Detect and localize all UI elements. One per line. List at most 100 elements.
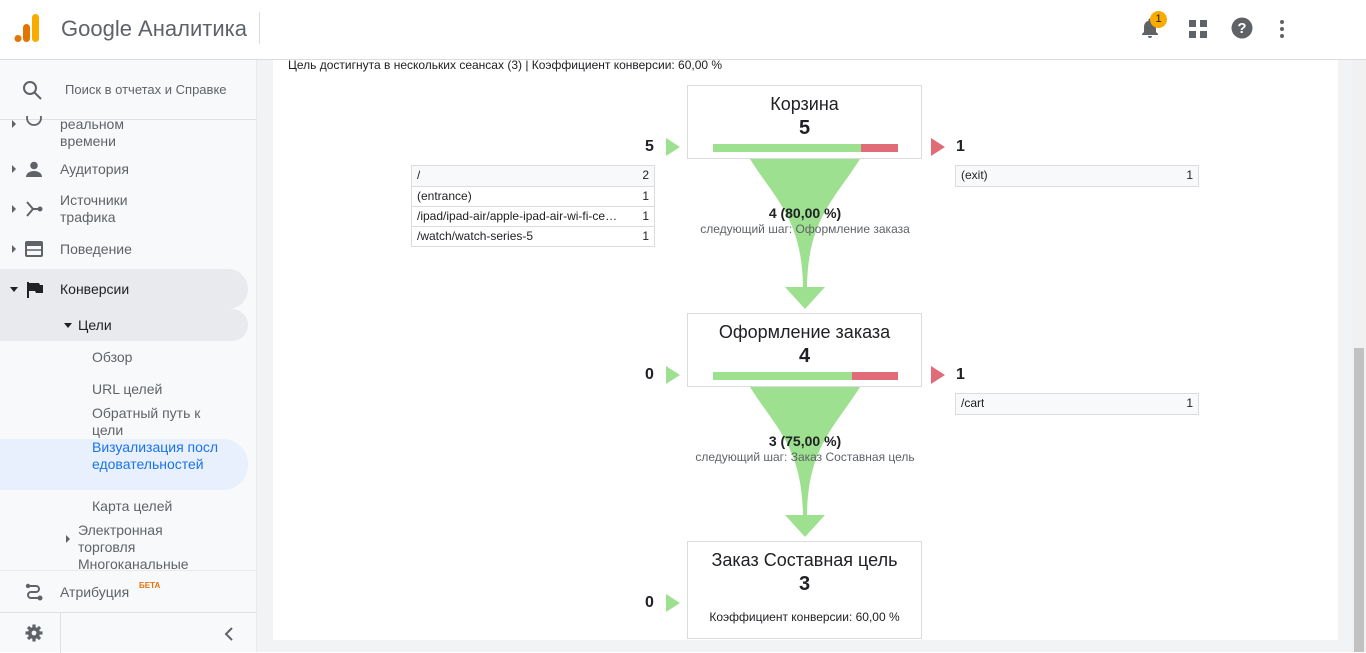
settings-icon[interactable] (25, 624, 43, 642)
sidebar-item-label: реальном времени (60, 116, 124, 149)
funnel-step-checkout[interactable]: Оформление заказа 4 (687, 313, 922, 387)
app-title: Google Аналитика (61, 16, 247, 41)
sidebar-item-label: Конверсии (60, 281, 130, 297)
entry-sources-table: /2 (entrance)1 /ipad/ipad-air/apple-ipad… (411, 165, 655, 247)
page-path: /cart (961, 396, 985, 410)
sidebar-footer (0, 612, 257, 653)
caret-down-icon (64, 323, 72, 328)
next-step: следующий шаг: Оформление заказа (700, 222, 910, 236)
page-count: 1 (642, 189, 649, 203)
exits-count: 1 (956, 138, 965, 155)
table-row[interactable]: /2 (412, 166, 654, 186)
sidebar-item-label: Атрибуция (60, 584, 130, 600)
acquisition-icon (26, 201, 43, 217)
table-row[interactable]: (exit) 1 (956, 166, 1198, 186)
page-path: / (417, 168, 421, 182)
exit-pages-table: (exit) 1 (955, 165, 1199, 187)
sidebar-item-goal-flow[interactable]: Карта целей (92, 498, 173, 514)
funnel-flow-1 (750, 159, 860, 309)
attribution-icon (25, 583, 43, 601)
entries-count: 0 (645, 366, 654, 383)
sidebar-item-ecommerce[interactable]: Электронная торговля Многоканальные (0, 520, 257, 570)
page-count: 1 (1186, 168, 1193, 182)
sidebar-item-goals[interactable]: Цели (0, 309, 248, 341)
sidebar-item-label: Визуализация последовательностей (92, 439, 219, 472)
flag-icon (27, 282, 43, 298)
funnel-step-order[interactable]: Заказ Составная цель 3 Коэффициент конве… (687, 541, 922, 639)
svg-text:?: ? (1237, 20, 1246, 37)
caret-right-icon (12, 245, 16, 253)
sidebar-item-attribution[interactable]: Атрибуция БЕТА (0, 570, 257, 612)
table-row[interactable]: /cart 1 (956, 394, 1198, 414)
flow-label: 4 (80,00 %) следующий шаг: Оформление за… (650, 205, 960, 236)
exits-count: 1 (956, 366, 965, 383)
notification-badge: 1 (1150, 11, 1167, 28)
notifications-button[interactable]: 1 (1138, 11, 1167, 40)
person-icon (26, 161, 42, 177)
page-count: 1 (642, 229, 649, 243)
progress-bar (713, 144, 898, 152)
search-icon (23, 81, 42, 100)
exit-arrow-icon (931, 366, 945, 384)
header: Google Аналитика 1 ? (0, 0, 1366, 60)
next-step: следующий шаг: Заказ Составная цель (695, 450, 915, 464)
progress-bar-fill (713, 144, 861, 152)
analytics-logo-icon[interactable] (14, 13, 42, 43)
apps-icon[interactable] (1189, 20, 1207, 38)
table-row[interactable]: (entrance) 1 (412, 186, 654, 206)
sidebar-item-multichannel[interactable]: Многоканальные (78, 556, 189, 570)
beta-badge: БЕТА (139, 581, 161, 590)
entry-arrow-icon (666, 366, 680, 384)
progress-bar (713, 372, 898, 380)
table-row[interactable]: /watch/watch-series-5 1 (412, 226, 654, 246)
behavior-icon (25, 241, 43, 257)
entries-count: 5 (645, 138, 654, 155)
clock-icon (26, 116, 42, 126)
sidebar-item-label: Цели (78, 317, 112, 333)
sidebar-item-funnel-visualization[interactable]: Визуализация последовательностей (0, 439, 248, 490)
caret-right-icon (12, 165, 16, 173)
sidebar-item-goal-urls[interactable]: URL целей (92, 381, 163, 397)
caret-right-icon (12, 120, 16, 128)
entries-count: 0 (645, 594, 654, 611)
exit-arrow-icon (931, 138, 945, 156)
sidebar-item-label: Электронная торговля (78, 522, 163, 555)
scrollbar-thumb[interactable] (1354, 348, 1364, 652)
search-box[interactable]: Поиск в отчетах и Справке (0, 60, 257, 120)
step-name: Корзина (770, 94, 839, 114)
flow-count: 3 (75,00 %) (768, 433, 842, 449)
progress-bar-fill (713, 372, 852, 380)
step-count: 4 (798, 345, 811, 367)
help-icon[interactable]: ? (1231, 17, 1253, 39)
step-count: 5 (798, 117, 811, 139)
summary-text: Цель достигнута в нескольких сеансах (3)… (288, 58, 723, 72)
exit-pages-table: /cart 1 (955, 393, 1199, 415)
caret-down-icon (10, 287, 18, 292)
page-path: (exit) (961, 168, 988, 182)
conversion-rate: Коэффициент конверсии: 60,00 % (709, 610, 900, 624)
page-path: /watch/watch-series-5 (417, 229, 534, 243)
collapse-chevron-left-icon[interactable] (224, 627, 234, 641)
step-name: Заказ Составная цель (711, 550, 898, 570)
page-path: (entrance) (417, 189, 472, 203)
funnel-step-cart[interactable]: Корзина 5 (687, 85, 922, 159)
page-count: 1 (1186, 396, 1193, 410)
caret-right-icon (66, 535, 70, 543)
page-count: 2 (642, 168, 649, 182)
sidebar-item-label: Аудитория (60, 161, 129, 177)
page-path: /ipad/ipad-air/apple-ipad-air-wi-fi-ce… (417, 209, 618, 223)
page-count: 1 (642, 209, 649, 223)
funnel-flow-2 (750, 387, 860, 537)
sidebar (0, 60, 257, 652)
flow-count: 4 (80,00 %) (768, 205, 842, 221)
step-count: 3 (798, 573, 811, 595)
table-row[interactable]: /ipad/ipad-air/apple-ipad-air-wi-fi-ce… 1 (412, 206, 654, 226)
search-input[interactable]: Поиск в отчетах и Справке (65, 82, 227, 97)
entry-arrow-icon (666, 138, 680, 156)
more-vert-icon[interactable] (1279, 19, 1285, 39)
sidebar-item-conversions[interactable]: Конверсии (0, 269, 248, 309)
sidebar-item-reverse-goal-path[interactable]: Обратный путь к цели (92, 405, 201, 438)
sidebar-item-goals-overview[interactable]: Обзор (92, 349, 133, 365)
sidebar-item-label: Поведение (60, 241, 132, 257)
caret-right-icon (12, 205, 16, 213)
